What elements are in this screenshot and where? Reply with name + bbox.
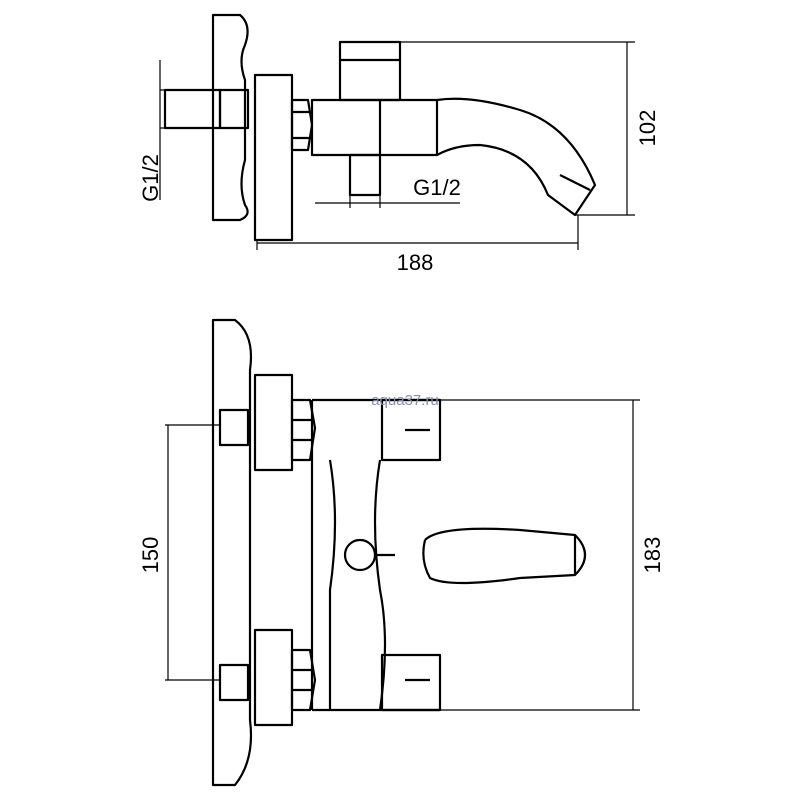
hex-nut-side [290, 98, 314, 152]
control-bottom [380, 653, 442, 712]
watermark: aqua37.ru [371, 392, 439, 409]
side-height-dimension: 102 [635, 110, 660, 147]
inlet-top [218, 408, 250, 447]
side-length-dimension: 188 [397, 250, 434, 275]
diverter-side [348, 153, 382, 197]
escutcheon-bottom [253, 628, 294, 727]
inlet-bottom [218, 663, 250, 702]
outlet-thread-label: G1/2 [413, 175, 461, 200]
inlet-nut-side [218, 88, 250, 130]
inlet-thread-label: G1/2 [138, 154, 163, 202]
handle-side [338, 40, 402, 102]
diverter-knob [343, 538, 395, 572]
escutcheon-top [253, 373, 294, 472]
escutcheon-side [253, 73, 294, 242]
body-front [310, 398, 440, 712]
side-view: 102 188 G1/2 G1/2 [138, 13, 660, 275]
centers-dimension: 150 [138, 537, 163, 574]
control-top [380, 398, 442, 462]
inlet-pipe-side [163, 88, 222, 130]
spout-side [436, 97, 597, 217]
body-side [310, 98, 439, 157]
wall-plate-side [211, 13, 249, 222]
spout-front [422, 527, 587, 585]
front-view: 150 183 [138, 318, 665, 787]
front-height-dimension: 183 [640, 537, 665, 574]
wall-plate-front [211, 318, 253, 787]
